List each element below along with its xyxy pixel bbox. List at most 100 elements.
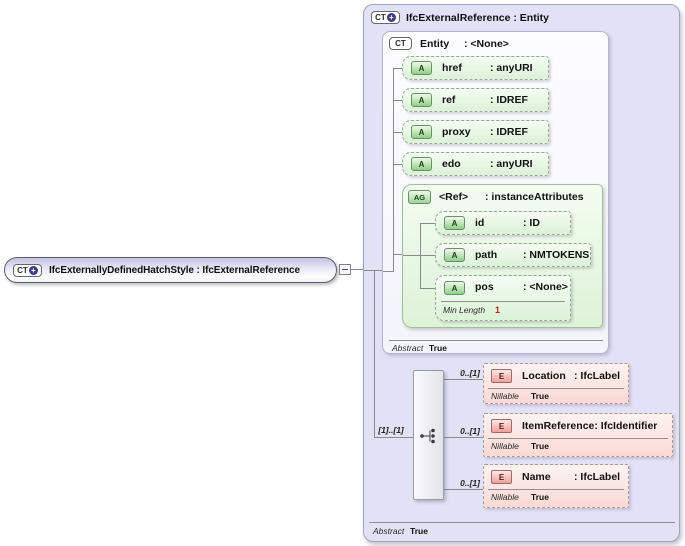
attribute-box-pos[interactable]: A pos : <None> Min Length 1 [435, 275, 571, 321]
attribute-type: : anyURI [490, 158, 533, 170]
attribute-type: : IDREF [490, 94, 528, 106]
attribute-group-header: AG <Ref> : instanceAttributes [408, 190, 584, 204]
attribute-box-ref[interactable]: A ref : IDREF [402, 88, 549, 112]
facet-value: True [531, 492, 549, 502]
element-title: E Name : IfcLabel [491, 470, 620, 484]
attribute-box-id[interactable]: A id : ID [435, 211, 571, 235]
attribute-type: : NMTOKENS [523, 249, 590, 261]
facet-divider [441, 301, 565, 302]
attribute-icon: A [411, 93, 432, 107]
panel-title: CT+ IfcExternalReference : Entity [371, 11, 549, 24]
panel-title-text: IfcExternalReference : Entity [406, 11, 549, 24]
connector-line [420, 255, 435, 256]
minlength-facet: Min Length 1 [443, 305, 500, 315]
attribute-box-proxy[interactable]: A proxy : IDREF [402, 120, 549, 144]
element-box-location[interactable]: E Location : IfcLabel Nillable True [483, 363, 629, 404]
attribute-box-path[interactable]: A path : NMTOKENS [435, 243, 591, 267]
entity-header: CT Entity : <None> [389, 37, 509, 50]
plus-icon: + [28, 265, 38, 275]
element-type: : IfcIdentifier [594, 420, 658, 432]
abstract-facet: Abstract True [373, 526, 428, 536]
attribute-icon: A [444, 248, 465, 262]
connector-line [393, 132, 402, 133]
attribute-icon: A [411, 61, 432, 75]
connector-line [374, 270, 375, 438]
attribute-group-box[interactable]: AG <Ref> : instanceAttributes A id : ID … [402, 184, 603, 328]
facet-value: 1 [495, 305, 501, 315]
connector-line [364, 270, 382, 271]
connector-line [444, 379, 483, 380]
cardinality-label: [1]..[1] [378, 425, 404, 435]
facet-value: True [531, 391, 549, 401]
attribute-group-icon: AG [408, 190, 431, 204]
sequence-compositor[interactable] [413, 370, 444, 500]
cardinality-label: 0..[1] [460, 478, 480, 488]
attribute-box-edo[interactable]: A edo : anyURI [402, 152, 549, 176]
abstract-facet: Abstract True [392, 343, 447, 353]
attribute-icon: A [411, 125, 432, 139]
element-name: Name [522, 471, 551, 483]
expand-connector[interactable] [339, 264, 351, 275]
minus-icon [342, 269, 348, 270]
attribute-name: edo [442, 158, 461, 170]
attribute-name: pos [475, 281, 494, 293]
facet-value: True [410, 526, 428, 536]
connector-line [383, 271, 393, 272]
attribute-name: href [442, 62, 462, 74]
complex-type-global-icon: CT+ [371, 11, 400, 24]
connector-line [393, 254, 402, 255]
connector-line [403, 255, 420, 256]
attribute-type: : <None> [523, 281, 568, 293]
attribute-icon: A [444, 281, 465, 295]
attribute-type: : IDREF [490, 126, 528, 138]
connector-line [393, 100, 402, 101]
connector-line [393, 68, 402, 69]
complex-type-global-icon: CT+ [13, 263, 42, 277]
connector-line [444, 489, 483, 490]
root-type-label: IfcExternallyDefinedHatchStyle : IfcExte… [49, 264, 300, 276]
element-icon: E [491, 419, 512, 433]
ct-icon-text: CT [395, 39, 406, 48]
attribute-box-href[interactable]: A href : anyURI [402, 56, 549, 80]
attribute-type: : anyURI [490, 62, 533, 74]
attribute-type: : ID [523, 217, 540, 229]
element-icon: E [491, 369, 512, 383]
complex-type-icon: CT [389, 37, 412, 50]
element-icon: E [491, 470, 512, 484]
connector-line [374, 437, 413, 438]
ct-icon-text: CT [375, 13, 386, 22]
element-name: ItemReference [522, 420, 595, 432]
facet-value: True [531, 441, 549, 451]
element-box-name[interactable]: E Name : IfcLabel Nillable True [483, 464, 629, 508]
facet-label: Nillable [491, 391, 519, 401]
element-box-itemreference[interactable]: E ItemReference : IfcIdentifier Nillable… [483, 413, 673, 457]
attribute-icon: A [444, 216, 465, 230]
root-type-box[interactable]: CT+ IfcExternallyDefinedHatchStyle : Ifc… [4, 257, 337, 283]
nillable-facet: Nillable True [491, 492, 549, 502]
element-type: : IfcLabel [574, 370, 621, 382]
connector-line [393, 164, 402, 165]
attribute-group-name: <Ref> [439, 191, 469, 203]
cardinality-label: 0..[1] [460, 426, 480, 436]
connector-line [444, 437, 483, 438]
base-entity-box[interactable]: CT Entity : <None> A href : anyURI A ref… [382, 31, 609, 354]
facet-divider [389, 340, 603, 341]
element-title: E Location : IfcLabel [491, 369, 620, 383]
facet-divider [488, 438, 668, 439]
nillable-facet: Nillable True [491, 391, 549, 401]
entity-type: : <None> [464, 37, 509, 50]
attribute-name: ref [442, 94, 456, 106]
attribute-icon: A [411, 157, 432, 171]
facet-value: True [429, 343, 447, 353]
ct-icon-text: CT [17, 265, 28, 275]
connector-line [393, 68, 394, 272]
attribute-group-type: : instanceAttributes [485, 191, 584, 203]
cardinality-label: 0..[1] [460, 368, 480, 378]
attribute-name: proxy [442, 126, 471, 138]
entity-name: Entity [420, 37, 450, 50]
attribute-name: path [475, 249, 498, 261]
element-type: : IfcLabel [574, 471, 621, 483]
sequence-icon [420, 428, 435, 444]
facet-label: Min Length [443, 305, 486, 315]
